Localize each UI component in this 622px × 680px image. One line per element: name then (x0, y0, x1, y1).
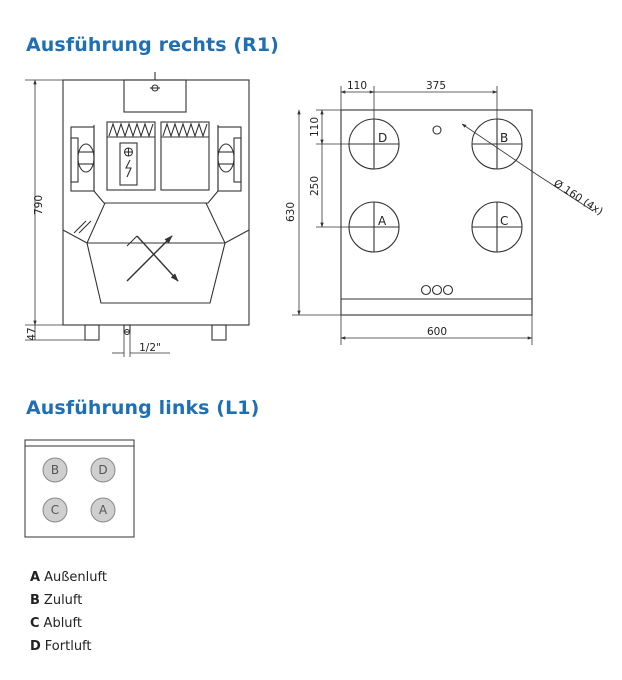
l1-view (24, 439, 135, 538)
control-box (119, 142, 138, 186)
dim-top-110: 110 (347, 80, 367, 92)
legend-label: Fortluft (44, 639, 92, 654)
port-label-b-l1: B (51, 463, 59, 477)
port-b-l1 (42, 457, 68, 483)
port-d-l1 (90, 457, 116, 483)
port-label-d-l1: D (98, 463, 107, 477)
top-housing (340, 109, 533, 316)
dim-top-375: 375 (426, 80, 446, 92)
dim-47: 47 (26, 327, 38, 340)
legend-label: Abluft (43, 616, 82, 631)
legend-key: D (30, 639, 41, 654)
port-c-l1 (42, 497, 68, 523)
front-view (62, 72, 250, 341)
heat-exchanger (86, 202, 226, 304)
legend-key: B (30, 593, 40, 608)
front-dimensions (25, 79, 170, 357)
fan-right (160, 121, 210, 191)
legend-key: A (30, 570, 41, 585)
small-port (432, 125, 442, 135)
dim-thread: 1/2" (139, 342, 161, 354)
heading-left-version: Ausführung links (L1) (26, 397, 260, 419)
flow-arrow-2 (136, 235, 179, 282)
dim-side-110: 110 (309, 117, 321, 137)
dim-side-250: 250 (309, 176, 321, 196)
drain-outlet (123, 324, 131, 333)
flow-arrow-1 (126, 235, 173, 282)
legend-label: Außenluft (44, 570, 107, 585)
port-label-d-r1: D (378, 131, 387, 145)
l1-housing (24, 439, 135, 538)
heading-right-version: Ausführung rechts (R1) (26, 34, 279, 56)
port-a-l1 (90, 497, 116, 523)
dim-side-630: 630 (285, 202, 297, 222)
fan-left (106, 121, 156, 191)
dim-diameter: Ø 160 (4x) (551, 177, 605, 218)
foot-left (84, 324, 100, 341)
dim-790: 790 (33, 195, 45, 215)
top-dimensions (292, 86, 594, 345)
port-label-b-r1: B (500, 131, 508, 145)
port-label-a-l1: A (99, 503, 108, 517)
foot-right (211, 324, 227, 341)
port-label-c-l1: C (51, 503, 59, 517)
port-label-c-r1: C (500, 214, 508, 228)
port-label-a-r1: A (378, 214, 387, 228)
legend-label: Zuluft (43, 593, 83, 608)
legend-key: C (30, 616, 40, 631)
dim-width-600: 600 (427, 326, 447, 338)
